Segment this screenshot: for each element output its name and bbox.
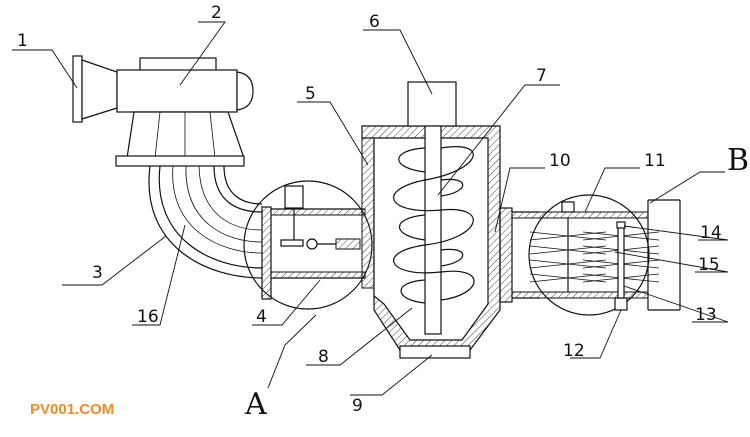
pipe-part-4 — [261, 185, 366, 300]
connector-part-10 — [499, 207, 540, 303]
label-part-9: 9 — [352, 396, 363, 416]
label-part-2: 2 — [211, 3, 222, 23]
fan-motor-part-2 — [115, 57, 254, 167]
bracket-part-14 — [616, 221, 626, 229]
label-part-13: 13 — [695, 305, 717, 325]
label-part-3: 3 — [92, 263, 103, 283]
spike-blades-part-15 — [529, 231, 660, 283]
leader-lines — [12, 21, 729, 396]
rod-part-13 — [617, 225, 625, 299]
detail-circle-b — [528, 194, 650, 316]
label-part-15: 15 — [698, 255, 720, 275]
inner-duct-part-16 — [172, 165, 263, 254]
label-part-6: 6 — [369, 12, 380, 32]
label-detail-a: A — [244, 387, 267, 422]
label-part-7: 7 — [536, 66, 547, 86]
label-detail-b: B — [727, 143, 749, 178]
label-part-14: 14 — [700, 223, 722, 243]
outlet-part-9 — [399, 345, 471, 359]
part-labels: 1 2 3 4 5 6 7 8 9 10 11 12 13 14 15 16 A… — [17, 3, 749, 422]
watermark: PV001.COM — [30, 401, 114, 418]
label-part-12: 12 — [563, 341, 585, 361]
label-part-16: 16 — [137, 307, 159, 327]
filter-chamber-part-11 — [511, 199, 681, 311]
screw-conveyor-part-7 — [393, 125, 475, 335]
curved-duct-part-3 — [148, 165, 263, 279]
label-part-1: 1 — [17, 31, 28, 51]
label-part-5: 5 — [305, 84, 316, 104]
label-part-4: 4 — [256, 307, 267, 327]
label-part-10: 10 — [549, 151, 571, 171]
flange-part-1 — [72, 55, 118, 123]
label-part-8: 8 — [318, 347, 329, 367]
label-part-11: 11 — [644, 151, 666, 171]
motor-part-6 — [407, 81, 457, 127]
